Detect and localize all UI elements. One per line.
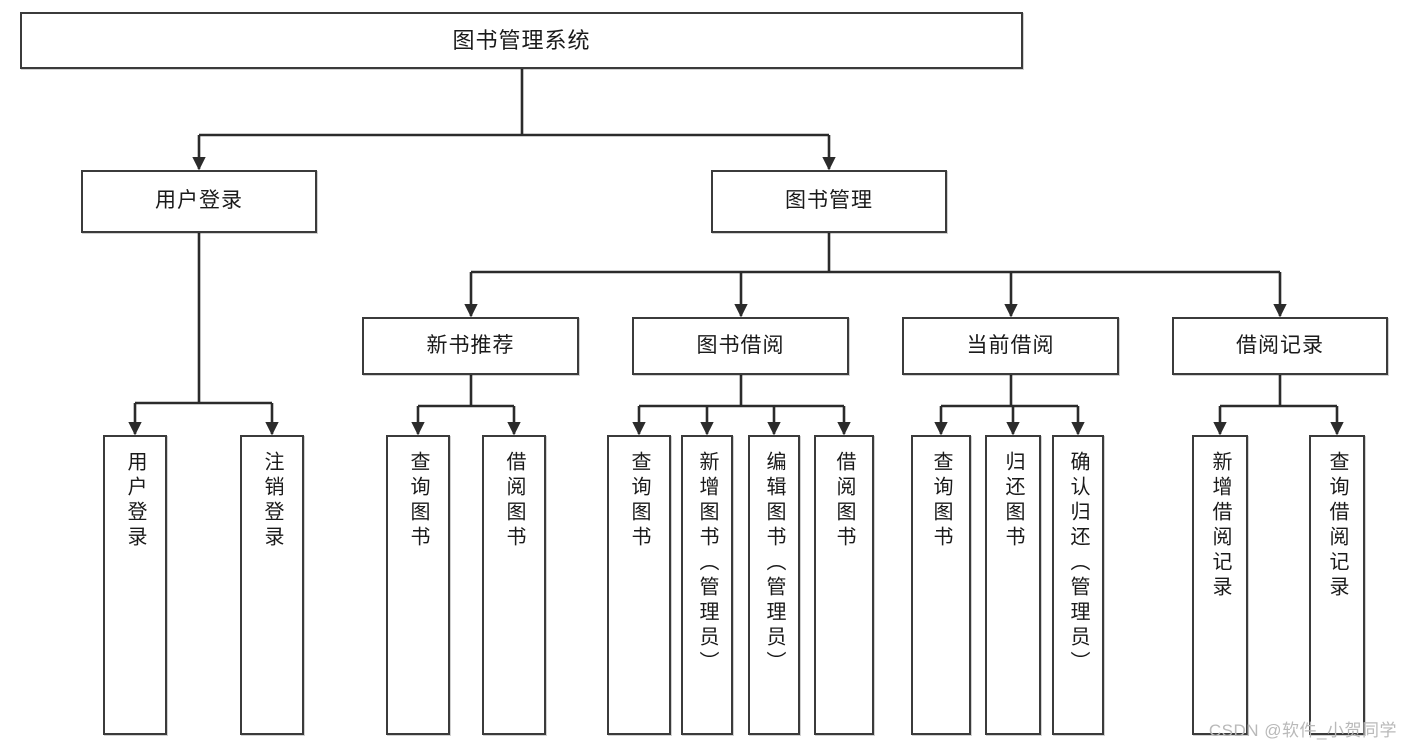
node-label: 查询图书 — [407, 451, 429, 551]
node-label: 新增图书（管理员） — [696, 451, 718, 676]
node-label: 图书管理系统 — [452, 27, 591, 53]
node-label: 用户登录 — [124, 451, 146, 551]
node-label: 当前借阅 — [966, 333, 1055, 357]
node-label: 新增借阅记录 — [1209, 451, 1231, 601]
node-borrow-record[interactable]: 借阅记录 — [1172, 317, 1388, 375]
node-current-borrow[interactable]: 当前借阅 — [902, 317, 1119, 375]
node-new-book-rec[interactable]: 新书推荐 — [362, 317, 579, 375]
node-label: 编辑图书（管理员） — [763, 451, 785, 676]
node-label: 确认归还（管理员） — [1067, 451, 1089, 676]
node-leaf-borrow-2[interactable]: 借阅图书 — [814, 435, 874, 735]
node-book-manage[interactable]: 图书管理 — [711, 170, 947, 233]
node-leaf-query-rec[interactable]: 查询借阅记录 — [1309, 435, 1365, 735]
node-leaf-return[interactable]: 归还图书 — [985, 435, 1041, 735]
node-label: 图书管理 — [785, 189, 873, 213]
node-label: 查询借阅记录 — [1326, 451, 1348, 601]
node-label: 用户登录 — [155, 189, 243, 213]
node-leaf-confirm[interactable]: 确认归还（管理员） — [1052, 435, 1104, 735]
node-label: 借阅图书 — [833, 451, 855, 551]
node-leaf-query-3[interactable]: 查询图书 — [911, 435, 971, 735]
node-label: 借阅记录 — [1236, 333, 1324, 357]
node-label: 查询图书 — [628, 451, 650, 551]
node-label: 查询图书 — [930, 451, 952, 551]
node-leaf-user-login[interactable]: 用户登录 — [103, 435, 167, 735]
node-leaf-add-book[interactable]: 新增图书（管理员） — [681, 435, 733, 735]
node-label: 图书借阅 — [696, 333, 785, 357]
node-label: 注销登录 — [261, 451, 283, 551]
watermark-text: CSDN @软件_小贺同学 — [1208, 721, 1397, 740]
node-book-borrow[interactable]: 图书借阅 — [632, 317, 849, 375]
node-leaf-borrow-1[interactable]: 借阅图书 — [482, 435, 546, 735]
node-root[interactable]: 图书管理系统 — [20, 12, 1023, 69]
node-leaf-add-rec[interactable]: 新增借阅记录 — [1192, 435, 1248, 735]
node-user-login[interactable]: 用户登录 — [81, 170, 317, 233]
node-label: 新书推荐 — [426, 333, 515, 357]
node-leaf-edit-book[interactable]: 编辑图书（管理员） — [748, 435, 800, 735]
node-leaf-query-2[interactable]: 查询图书 — [607, 435, 671, 735]
node-label: 归还图书 — [1002, 451, 1024, 551]
node-label: 借阅图书 — [503, 451, 525, 551]
node-leaf-query-1[interactable]: 查询图书 — [386, 435, 450, 735]
node-leaf-logout[interactable]: 注销登录 — [240, 435, 304, 735]
